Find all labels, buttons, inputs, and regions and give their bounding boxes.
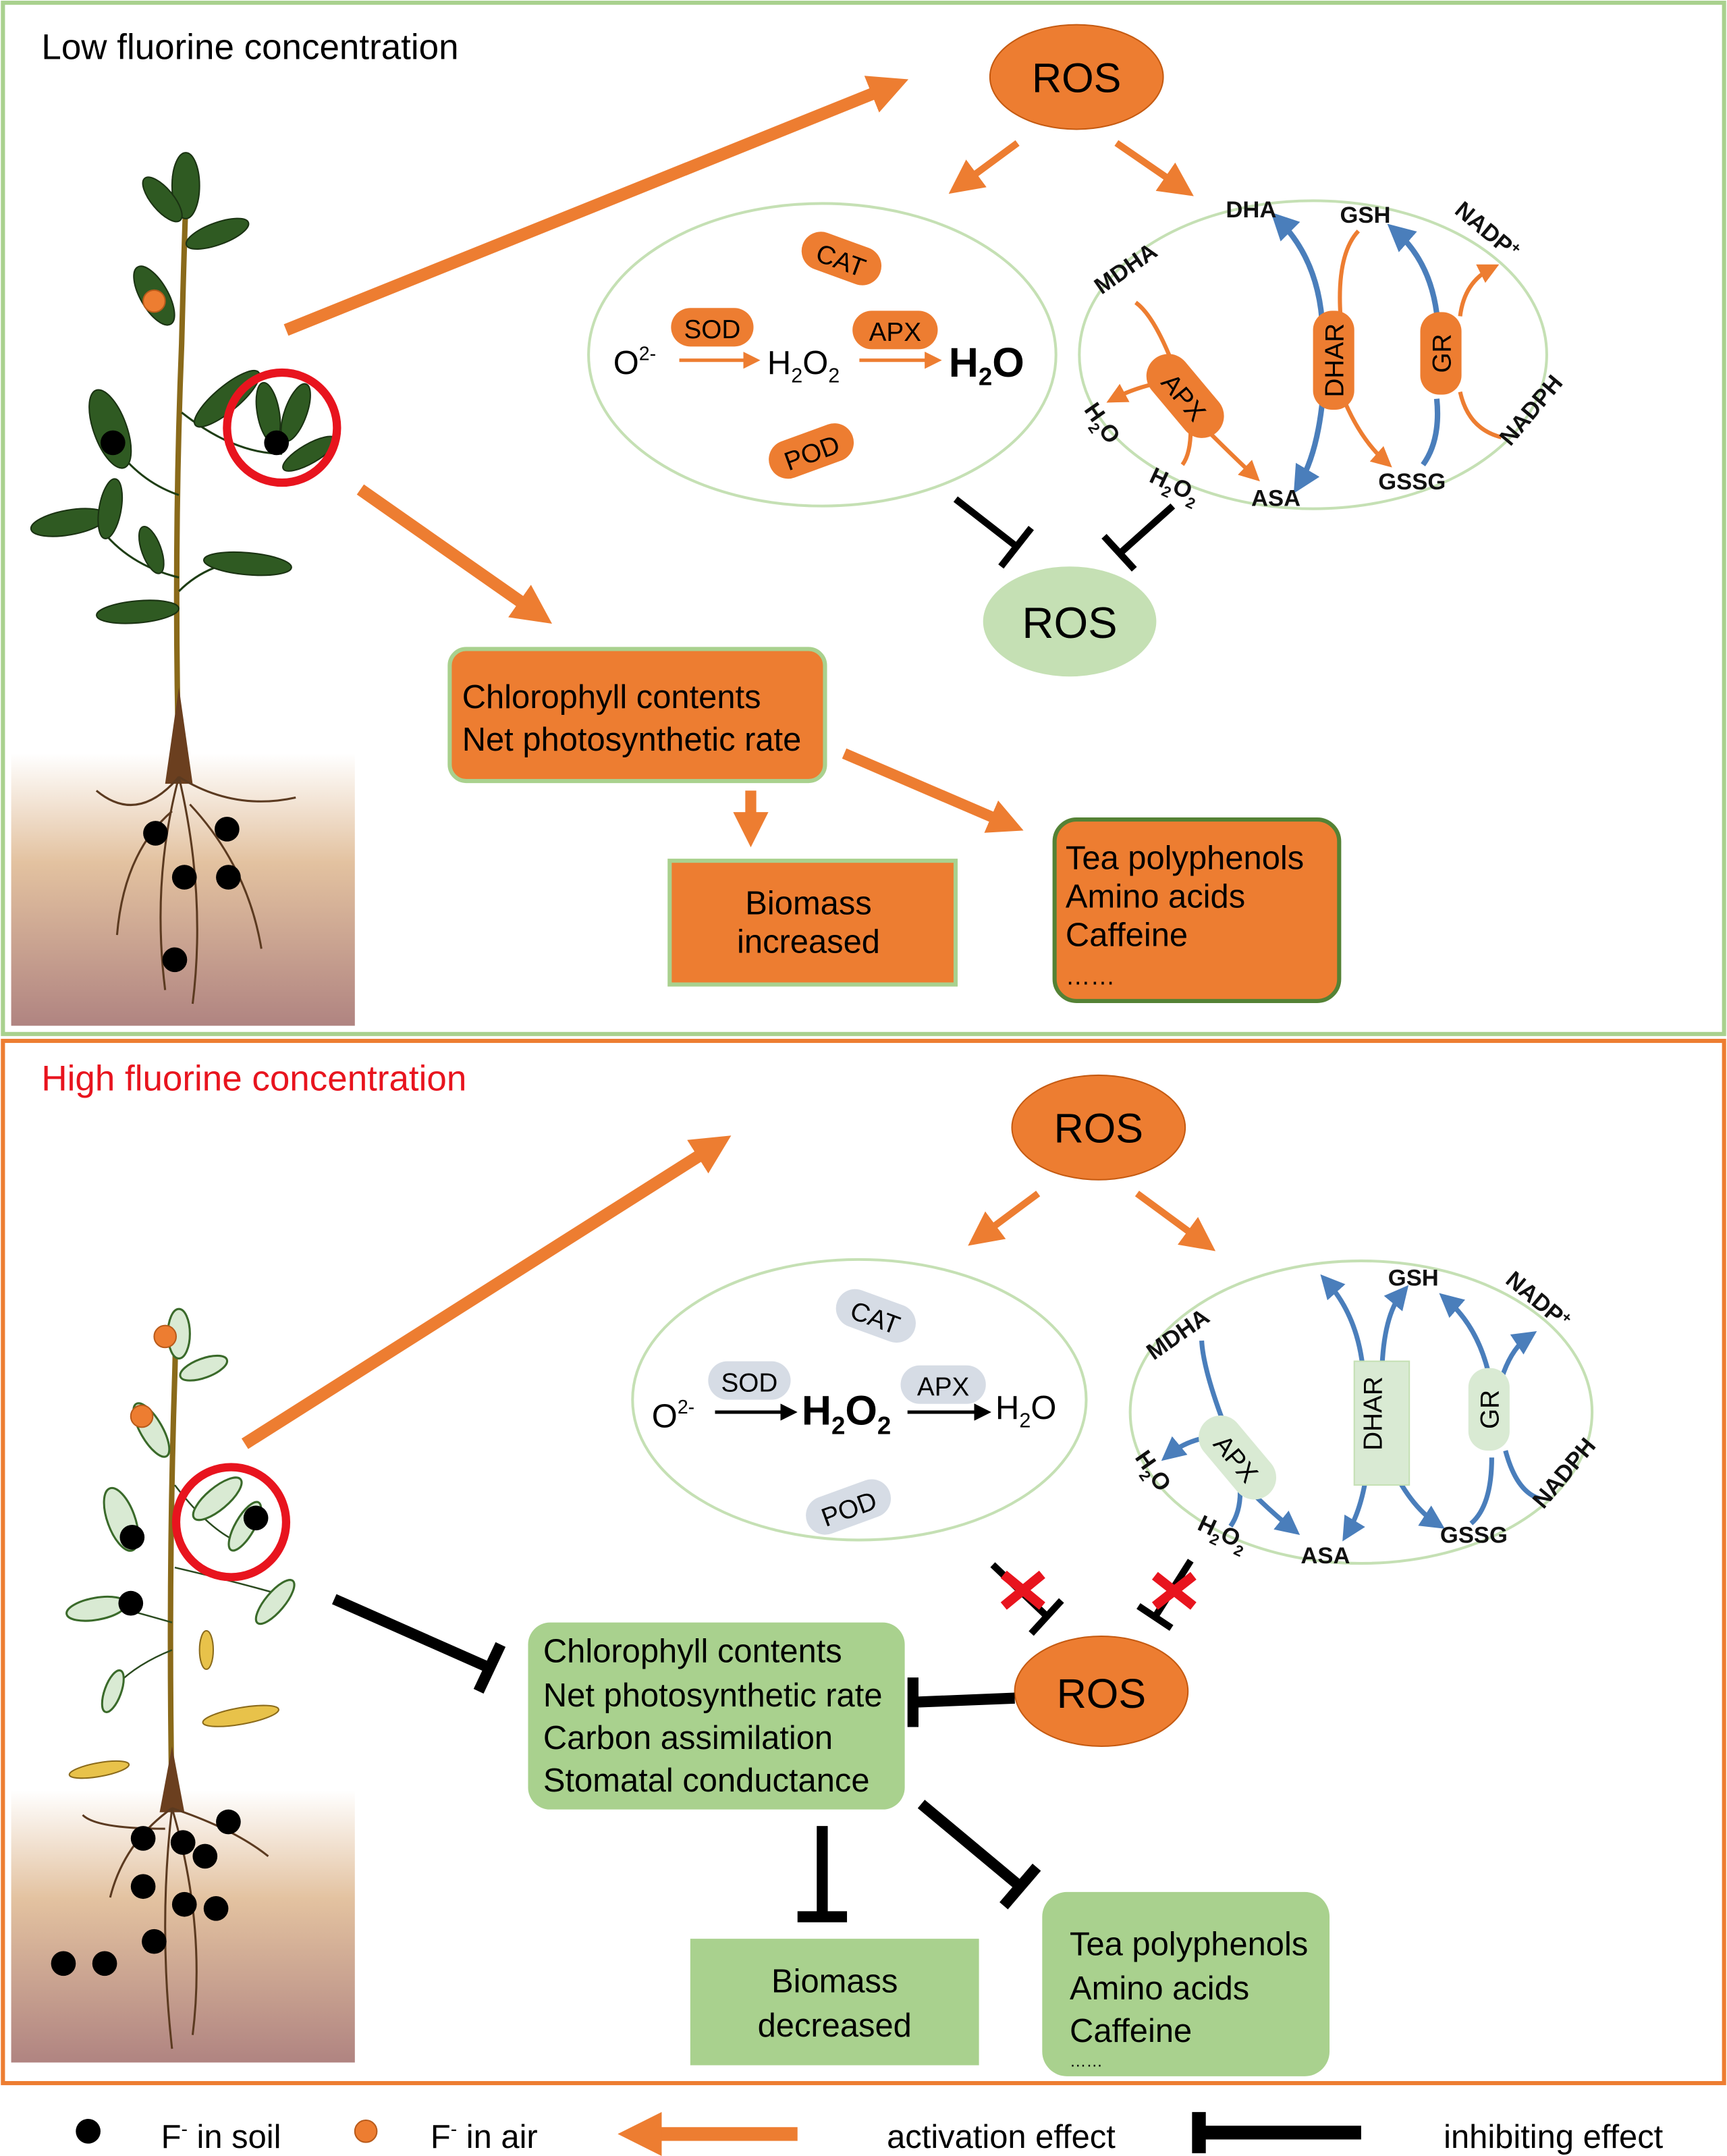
box-line: Chlorophyll contents xyxy=(543,1634,842,1670)
ros-label: ROS xyxy=(1054,1106,1143,1152)
stressed-tea-plant xyxy=(11,1308,355,2063)
box-line: Biomass xyxy=(745,886,871,922)
water-label: H2O xyxy=(949,340,1024,390)
box-line: …… xyxy=(1066,962,1115,990)
superoxide-label: O2- xyxy=(652,1397,694,1434)
biomass-box xyxy=(667,859,958,987)
enzyme-sod: SOD xyxy=(684,315,741,344)
f-in-air-dots xyxy=(130,1324,177,1428)
enzyme-apx: APX xyxy=(869,318,921,347)
blocked-inhibit-arrows xyxy=(990,1559,1197,1636)
photosynthesis-box xyxy=(528,1622,905,1810)
box-line: increased xyxy=(737,924,880,961)
ros-label: ROS xyxy=(1022,598,1117,647)
enzyme-sod: SOD xyxy=(721,1368,778,1397)
f-in-air-dot xyxy=(142,289,166,313)
h2o2-label: H2O2 xyxy=(802,1387,891,1439)
gsh-label: GSH xyxy=(1340,203,1391,228)
legend-soil: F- in soil xyxy=(161,2118,281,2155)
ros-label: ROS xyxy=(1032,55,1121,101)
h2o2-label: H2O2 xyxy=(767,345,840,387)
activation-arrow xyxy=(842,748,1024,833)
box-line: Tea polyphenols xyxy=(1070,1926,1308,1963)
box-line: Stomatal conductance xyxy=(543,1762,870,1799)
gssg-label: GSSG xyxy=(1440,1523,1508,1548)
enzyme-gr: GR xyxy=(1427,333,1456,373)
ros-node xyxy=(1014,1635,1189,1747)
air-dot-icon xyxy=(354,2120,378,2143)
legend-inhibiting: inhibiting effect xyxy=(1444,2119,1664,2155)
highlight-circle xyxy=(171,1463,291,1582)
inhibit-arrows xyxy=(797,1800,1041,1922)
inhibit-arrow xyxy=(331,1594,506,1694)
activation-arrow xyxy=(356,484,552,624)
asa-label: ASA xyxy=(1251,486,1300,512)
box-line: Carbon assimilation xyxy=(543,1720,833,1756)
highlight-circle xyxy=(223,368,341,487)
ros-reduced-node xyxy=(983,566,1157,677)
f-in-soil-dots xyxy=(100,430,290,973)
high-fluorine-panel: High fluorine concentration xyxy=(1,1038,1726,2086)
low-fluorine-panel: Low fluorine concentration xyxy=(1,1,1726,1036)
legend-air: F- in air xyxy=(431,2118,538,2155)
activation-arrow xyxy=(1114,140,1194,196)
activation-arrow xyxy=(283,76,909,336)
biomass-box xyxy=(690,1939,979,2066)
box-line: decreased xyxy=(758,2007,912,2044)
activation-arrow xyxy=(968,1191,1041,1246)
box-line: Net photosynthetic rate xyxy=(462,722,802,758)
activation-arrow xyxy=(1134,1191,1216,1251)
f-in-soil-dots xyxy=(51,1505,269,1976)
gssg-label: GSSG xyxy=(1378,469,1446,495)
box-line: Amino acids xyxy=(1066,878,1245,915)
box-line: Caffeine xyxy=(1070,2013,1192,2049)
box-line: Amino acids xyxy=(1070,1970,1249,2007)
inhibit-bar-icon xyxy=(1192,2111,1361,2153)
enzymatic-scavenging: CAT SOD APX POD O2- H2O2 H2O xyxy=(587,202,1058,508)
soil-dot-icon xyxy=(76,2119,101,2144)
ros-label: ROS xyxy=(1057,1671,1146,1717)
box-line: …… xyxy=(1070,2053,1103,2071)
quality-box xyxy=(1042,1891,1330,2076)
panel-title: Low fluorine concentration xyxy=(41,28,458,68)
inhibit-arrows xyxy=(953,496,1176,572)
blocked-x-icon xyxy=(1000,1570,1197,1610)
superoxide-label: O2- xyxy=(613,344,656,381)
enzyme-gr: GR xyxy=(1476,1390,1505,1429)
healthy-tea-plant xyxy=(11,152,355,1026)
box-line: Biomass xyxy=(771,1964,898,2000)
ros-node xyxy=(989,24,1164,130)
box-line: Chlorophyll contents xyxy=(462,679,761,716)
chlorophyll-box xyxy=(447,647,827,784)
enzyme-dhar: DHAR xyxy=(1320,323,1349,398)
activation-arrow xyxy=(241,1135,732,1449)
enzyme-apx: APX xyxy=(917,1373,969,1402)
enzyme-dhar: DHAR xyxy=(1359,1376,1388,1451)
dha-label: DHA xyxy=(1226,197,1276,223)
h2o2-cycle-label: H2O2 xyxy=(1144,463,1204,512)
activation-arrow xyxy=(948,140,1020,194)
inhibit-arrow xyxy=(907,1677,1015,1727)
enzymatic-scavenging: CAT SOD APX POD O2- H2O2 H2O xyxy=(631,1258,1088,1542)
panel-title: High fluorine concentration xyxy=(41,1058,466,1098)
water-label: H2O xyxy=(995,1390,1056,1432)
box-line: Caffeine xyxy=(1066,917,1188,953)
quality-box xyxy=(1052,817,1342,1003)
gsh-label: GSH xyxy=(1388,1266,1439,1291)
box-line: Tea polyphenols xyxy=(1066,840,1304,876)
box-line: Net photosynthetic rate xyxy=(543,1677,883,1714)
ros-node xyxy=(1011,1074,1186,1181)
asa-label: ASA xyxy=(1300,1543,1350,1569)
legend-activation: activation effect xyxy=(887,2119,1116,2155)
legend: F- in soil F- in air activation effect i… xyxy=(76,2111,1664,2156)
